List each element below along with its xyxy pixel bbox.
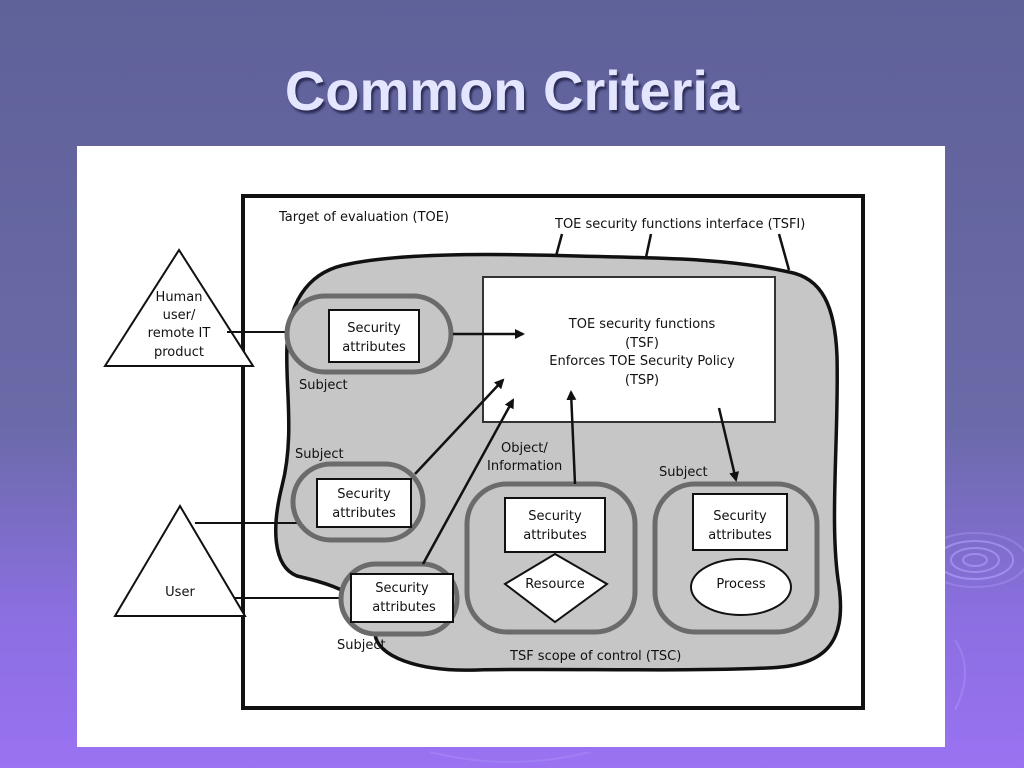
tsf-line-1: TOE security functions <box>568 317 716 332</box>
security-line-2: attributes <box>708 528 772 543</box>
slide-title: Common Criteria <box>284 59 740 122</box>
security-line-1: Security <box>375 581 429 596</box>
security-attributes-box <box>504 497 606 553</box>
security-line-1: Security <box>713 509 767 524</box>
common-criteria-diagram: Target of evaluation (TOE) TOE security … <box>103 194 865 710</box>
tsc-label: TSF scope of control (TSC) <box>509 649 681 664</box>
human-user-triangle <box>103 248 255 367</box>
human-line-3: remote IT <box>148 326 211 341</box>
security-line-1: Security <box>347 321 401 336</box>
tsf-line-3: Enforces TOE Security Policy <box>549 354 735 369</box>
security-attributes-box <box>328 309 420 363</box>
tsf-line-4: (TSP) <box>625 373 659 388</box>
security-line-2: attributes <box>372 600 436 615</box>
toe-label: Target of evaluation (TOE) <box>278 210 449 225</box>
security-line-1: Security <box>528 509 582 524</box>
human-line-4: product <box>154 345 204 360</box>
object-label-line-2: Information <box>487 459 562 474</box>
security-attributes-box <box>316 478 412 528</box>
human-line-1: Human <box>156 290 203 305</box>
security-line-2: attributes <box>342 340 406 355</box>
subject-label: Subject <box>295 447 344 462</box>
process-label: Process <box>716 577 766 592</box>
security-line-1: Security <box>337 487 391 502</box>
subject-label: Subject <box>299 378 348 393</box>
flow-arrow <box>414 378 505 475</box>
security-attributes-box <box>692 493 788 551</box>
security-line-2: attributes <box>523 528 587 543</box>
subject-label: Subject <box>659 465 708 480</box>
tsf-box <box>482 276 776 423</box>
resource-label: Resource <box>525 577 585 592</box>
flow-arrow <box>421 398 515 565</box>
diagram-panel: Target of evaluation (TOE) TOE security … <box>77 146 945 747</box>
tsfi-pointer <box>777 233 791 271</box>
tsfi-pointer <box>554 233 564 257</box>
tsf-line-2: (TSF) <box>625 336 659 351</box>
user-triangle <box>113 504 247 617</box>
subject-label: Subject <box>337 638 386 653</box>
flow-arrow <box>717 407 740 482</box>
tsfi-label: TOE security functions interface (TSFI) <box>554 217 805 232</box>
process-ellipse <box>690 558 792 616</box>
security-attributes-box <box>350 573 454 623</box>
user-label: User <box>165 585 195 600</box>
resource-diamond <box>503 552 609 624</box>
human-line-2: user/ <box>163 308 196 323</box>
security-line-2: attributes <box>332 506 396 521</box>
object-label-line-1: Object/ <box>501 441 548 456</box>
flow-arrow <box>566 390 577 485</box>
